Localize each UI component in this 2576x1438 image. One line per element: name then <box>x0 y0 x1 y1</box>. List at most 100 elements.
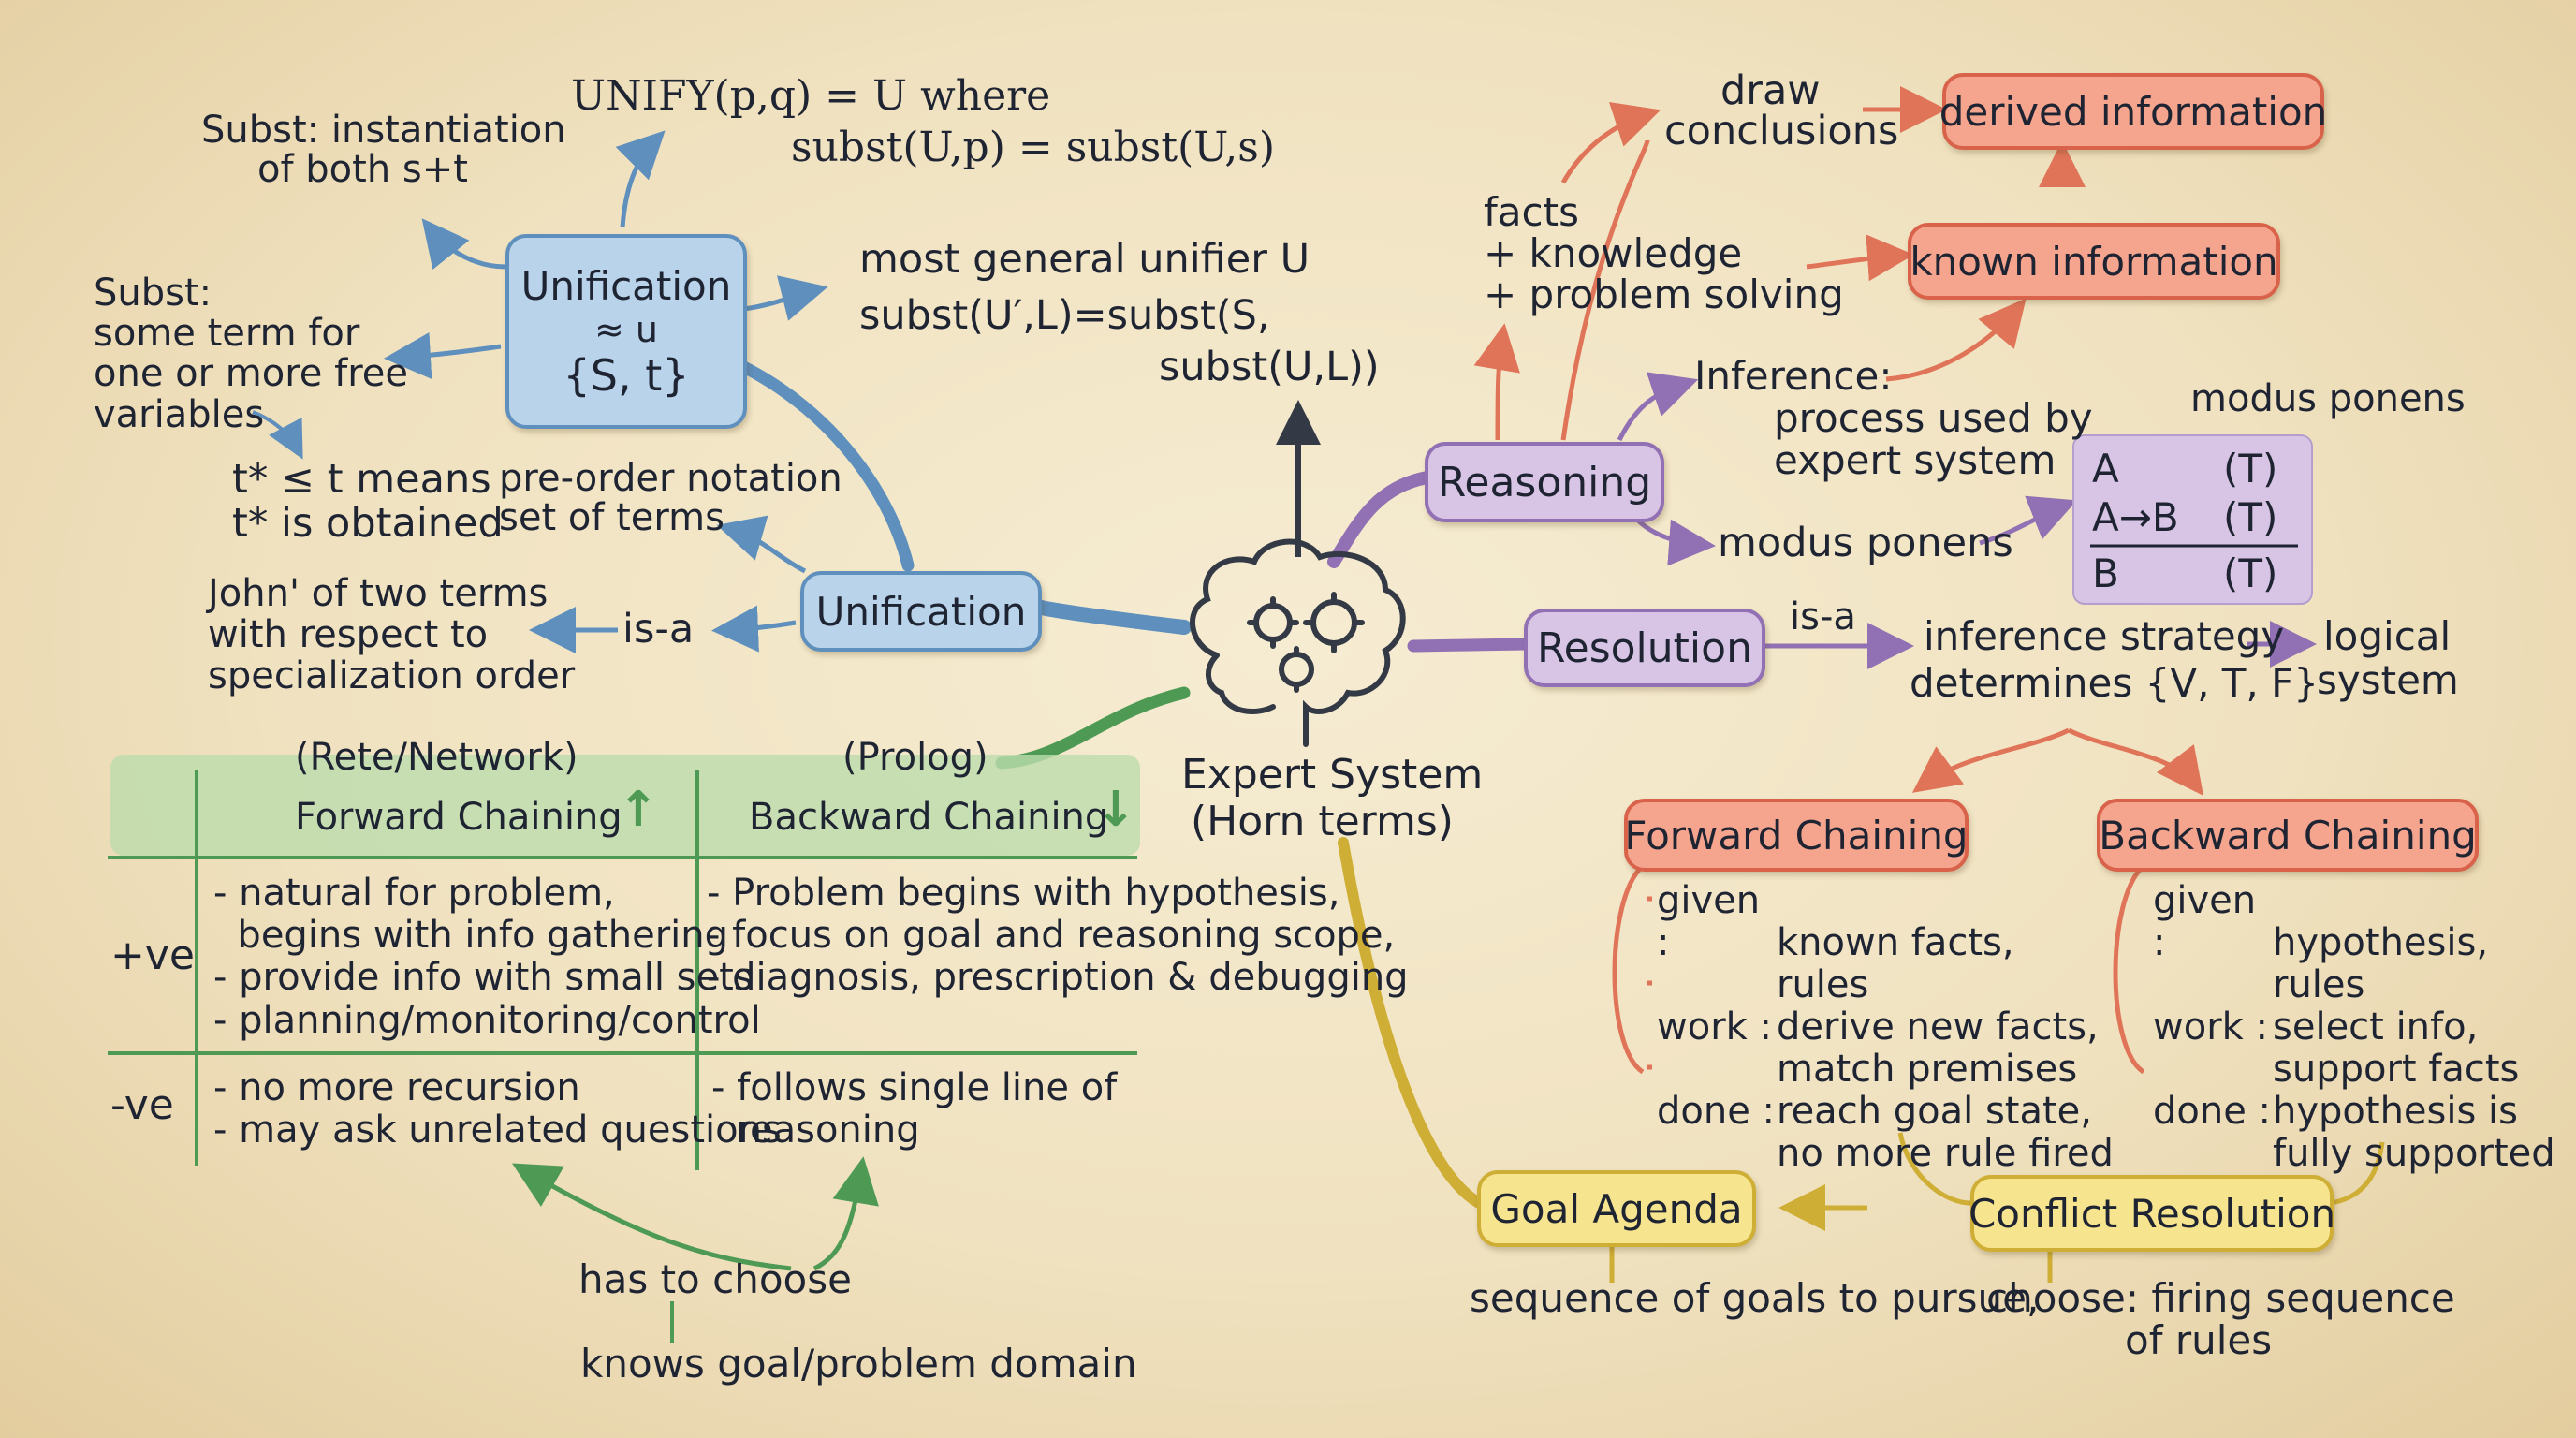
resolution-box[interactable]: Resolution <box>1524 609 1765 687</box>
modus-ponens-box <box>2072 434 2313 605</box>
detail-value: rules <box>1777 963 1869 1006</box>
branch-blue <box>1032 599 1192 635</box>
branch-purple-reasoning <box>1327 471 1434 568</box>
neg-col2: - follows single line of reasoning <box>711 1066 1117 1152</box>
brain-gears-icon <box>1190 538 1406 747</box>
subst-free-line: some term for <box>94 312 360 356</box>
facts-line: facts <box>1484 189 1579 235</box>
unify-line2: subst(U,p) = subst(U,s) <box>791 124 1275 171</box>
cell-line: - may ask unrelated questions <box>213 1108 782 1152</box>
subst-inst-line1: Subst: instantiation <box>201 109 566 152</box>
modus-row: B(T) <box>2092 550 2277 598</box>
modus-ponens-label: modus ponens <box>1718 520 2013 566</box>
unification-set: {S, t} <box>563 349 690 401</box>
conflict-desc-line2: of rules <box>2125 1317 2273 1363</box>
detail-value: hypothesis, <box>2273 921 2489 964</box>
preorder-note-line1: pre-order notation <box>499 457 842 500</box>
detail-row: support facts <box>2153 1049 2555 1091</box>
center-label-line2: (Horn terms) <box>1191 798 1454 845</box>
detail-value: select info, <box>2273 1005 2479 1049</box>
inference-line: expert system <box>1774 436 2056 483</box>
center-label-line1: Expert System <box>1181 751 1484 799</box>
unification-top-title: Unification <box>520 262 732 309</box>
branch-green <box>995 686 1191 770</box>
modus-premise: A <box>2092 446 2119 492</box>
derived-information-box[interactable]: derived information <box>1939 73 2327 150</box>
conflict-resolution-box[interactable]: Conflict Resolution <box>1969 1175 2335 1252</box>
unify-line1: UNIFY(p,q) = U where <box>571 72 1051 120</box>
strategy-line2: determines {V, T, F} <box>1910 660 2320 706</box>
cell-line: - natural for problem, <box>213 872 615 915</box>
has-to-choose: has to choose <box>578 1256 852 1302</box>
unification-mid-title: Unification <box>815 588 1027 635</box>
detail-row: match premises <box>1657 1049 2114 1091</box>
cell-line: - provide info with small sets <box>213 956 754 1000</box>
modus-premise: B <box>2092 550 2119 596</box>
neg-label: -ve <box>110 1081 174 1129</box>
detail-value: derive new facts, <box>1777 1005 2099 1049</box>
detail-key: done : <box>2153 1090 2272 1133</box>
john-line: with respect to <box>208 613 489 656</box>
logical-line1: logical <box>2323 613 2452 659</box>
mgu-line3: subst(U,L)) <box>1159 344 1380 390</box>
cell-line: - Problem begins with hypothesis, <box>707 872 1340 915</box>
down-arrow-icon: ↓ <box>1095 782 1136 838</box>
conflict-desc-line1: choose: firing sequence <box>1986 1275 2455 1321</box>
subst-free-line: variables <box>94 392 265 436</box>
cell-line: - no more recursion <box>213 1066 580 1109</box>
cell-line: begins with info gathering <box>213 914 728 958</box>
inference-line: Inference: <box>1694 353 1893 399</box>
modus-truth: (T) <box>2223 494 2278 540</box>
detail-row: done :reach goal state, <box>1657 1091 2114 1133</box>
draw-line2: conclusions <box>1664 108 1899 154</box>
detail-row: fully supported <box>2153 1133 2555 1175</box>
backward-chaining-header: Backward Chaining <box>749 796 1109 839</box>
known-information-box[interactable]: known information <box>1908 223 2280 300</box>
modus-ponens-rows: A(T) A→B(T) B(T) <box>2092 445 2277 598</box>
cell-line: - planning/monitoring/control <box>213 998 761 1042</box>
goal-agenda-box[interactable]: Goal Agenda <box>1477 1170 1756 1247</box>
preorder-line1: t* ≤ t means <box>232 456 491 503</box>
unification-mid-box[interactable]: Unification <box>800 571 1042 652</box>
backward-details: given :hypothesis, rules work :select in… <box>2153 880 2555 1175</box>
detail-value: fully supported <box>2273 1132 2555 1175</box>
detail-key: done : <box>1657 1090 1776 1133</box>
detail-value: no more rule fired <box>1777 1132 2114 1175</box>
detail-key: work : <box>1657 1005 1772 1049</box>
goal-agenda-label: Goal Agenda <box>1490 1185 1743 1232</box>
modus-truth: (T) <box>2223 446 2278 492</box>
john-line: specialization order <box>208 654 576 697</box>
facts-line: + problem solving <box>1484 271 1844 318</box>
subst-free-text: Subst: some term for one or more free va… <box>94 271 408 436</box>
detail-value: match premises <box>1777 1048 2078 1091</box>
backward-chaining-box[interactable]: Backward Chaining <box>2097 799 2479 872</box>
detail-row: work :select info, <box>2153 1006 2555 1049</box>
mgu-line2: subst(U′,L)=subst(S, <box>859 292 1270 339</box>
unification-top-box[interactable]: Unification ≈ u {S, t} <box>505 234 747 429</box>
forward-chaining-box[interactable]: Forward Chaining <box>1624 799 1969 872</box>
facts-line: + knowledge <box>1484 230 1743 277</box>
goal-description: sequence of goals to pursue, <box>1470 1275 2040 1321</box>
subst-free-line: Subst: <box>94 271 212 315</box>
detail-row: done :hypothesis is <box>2153 1091 2555 1133</box>
detail-key: work : <box>2153 1005 2268 1049</box>
pos-col1: - natural for problem, begins with info … <box>213 872 761 1042</box>
detail-row: given :hypothesis, <box>2153 880 2555 964</box>
forward-chaining-label: Forward Chaining <box>1624 812 1969 858</box>
inference-text: Inference: process used by expert system <box>1694 353 2093 483</box>
logical-line2: system <box>2317 657 2459 703</box>
john-text: John' of two terms with respect to speci… <box>208 573 575 697</box>
preorder-note-line2: set of terms <box>499 496 724 539</box>
detail-row: rules <box>2153 964 2555 1006</box>
modus-ponens-title: modus ponens <box>2190 377 2466 420</box>
derived-label: derived information <box>1939 88 2328 135</box>
detail-value: support facts <box>2273 1048 2520 1091</box>
forward-chaining-header: Forward Chaining <box>295 796 622 839</box>
detail-value: known facts, <box>1777 921 2014 964</box>
subst-inst-line2: of both s+t <box>257 148 468 191</box>
forward-details: given :known facts, rules work :derive n… <box>1657 880 2114 1175</box>
detail-value: hypothesis is <box>2273 1090 2518 1133</box>
detail-row: work :derive new facts, <box>1657 1006 2114 1049</box>
reasoning-box[interactable]: Reasoning <box>1425 442 1664 522</box>
